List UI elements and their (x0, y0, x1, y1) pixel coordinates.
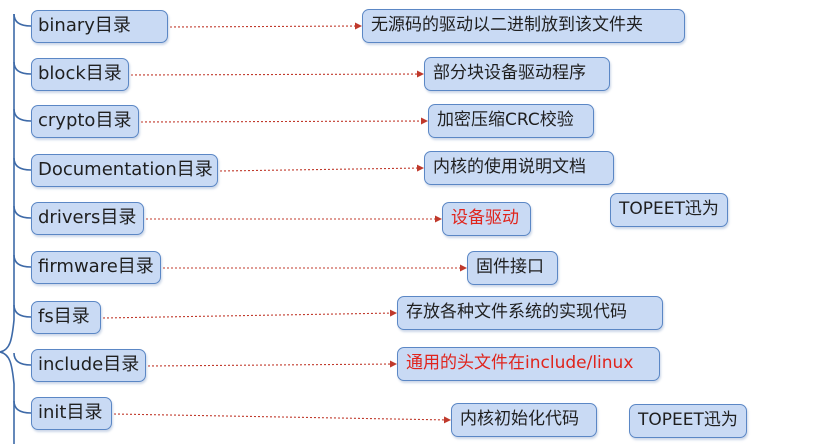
arrow-connector (113, 413, 451, 424)
arrow-connector (169, 22, 362, 30)
branch-curve (13, 157, 32, 171)
dir-node[interactable]: crypto目录 (31, 105, 139, 138)
dir-node[interactable]: binary目录 (31, 10, 168, 43)
dir-node[interactable]: init目录 (31, 397, 112, 430)
branch-curve (13, 254, 32, 268)
description-node[interactable]: 加密压缩CRC校验 (428, 104, 594, 138)
branch-curve (13, 108, 32, 122)
description-node[interactable]: 设备驱动 (442, 202, 531, 236)
branch-curve (13, 205, 32, 219)
arrow-connector (219, 164, 424, 172)
description-node[interactable]: 部分块设备驱动程序 (424, 57, 610, 91)
branch-curves (13, 13, 32, 414)
description-node[interactable]: 无源码的驱动以二进制放到该文件夹 (362, 9, 685, 43)
branch-curve (13, 352, 32, 366)
branch-curve (13, 304, 32, 318)
trunk-line (0, 14, 15, 444)
dir-node[interactable]: firmware目录 (31, 251, 161, 284)
description-node[interactable]: 存放各种文件系统的实现代码 (397, 296, 663, 330)
dir-node[interactable]: Documentation目录 (31, 154, 218, 187)
dir-node[interactable]: drivers目录 (31, 202, 144, 235)
description-node[interactable]: 通用的头文件在include/linux (397, 347, 660, 381)
branch-curve (13, 400, 32, 414)
arrow-connector (102, 309, 397, 319)
arrow-connector (140, 117, 428, 125)
arrow-connectors (102, 22, 467, 424)
arrow-connector (147, 360, 397, 368)
arrow-connector (130, 70, 424, 78)
watermark-tag: TOPEET迅为 (610, 193, 728, 227)
watermark-tag: TOPEET迅为 (629, 404, 747, 438)
dir-node[interactable]: block目录 (31, 58, 129, 91)
dir-node[interactable]: include目录 (31, 349, 146, 382)
branch-curve (13, 13, 32, 27)
dir-node[interactable]: fs目录 (31, 301, 101, 334)
description-node[interactable]: 内核初始化代码 (451, 403, 597, 437)
branch-curve (13, 61, 32, 75)
description-node[interactable]: 内核的使用说明文档 (424, 151, 614, 185)
description-node[interactable]: 固件接口 (467, 251, 558, 285)
